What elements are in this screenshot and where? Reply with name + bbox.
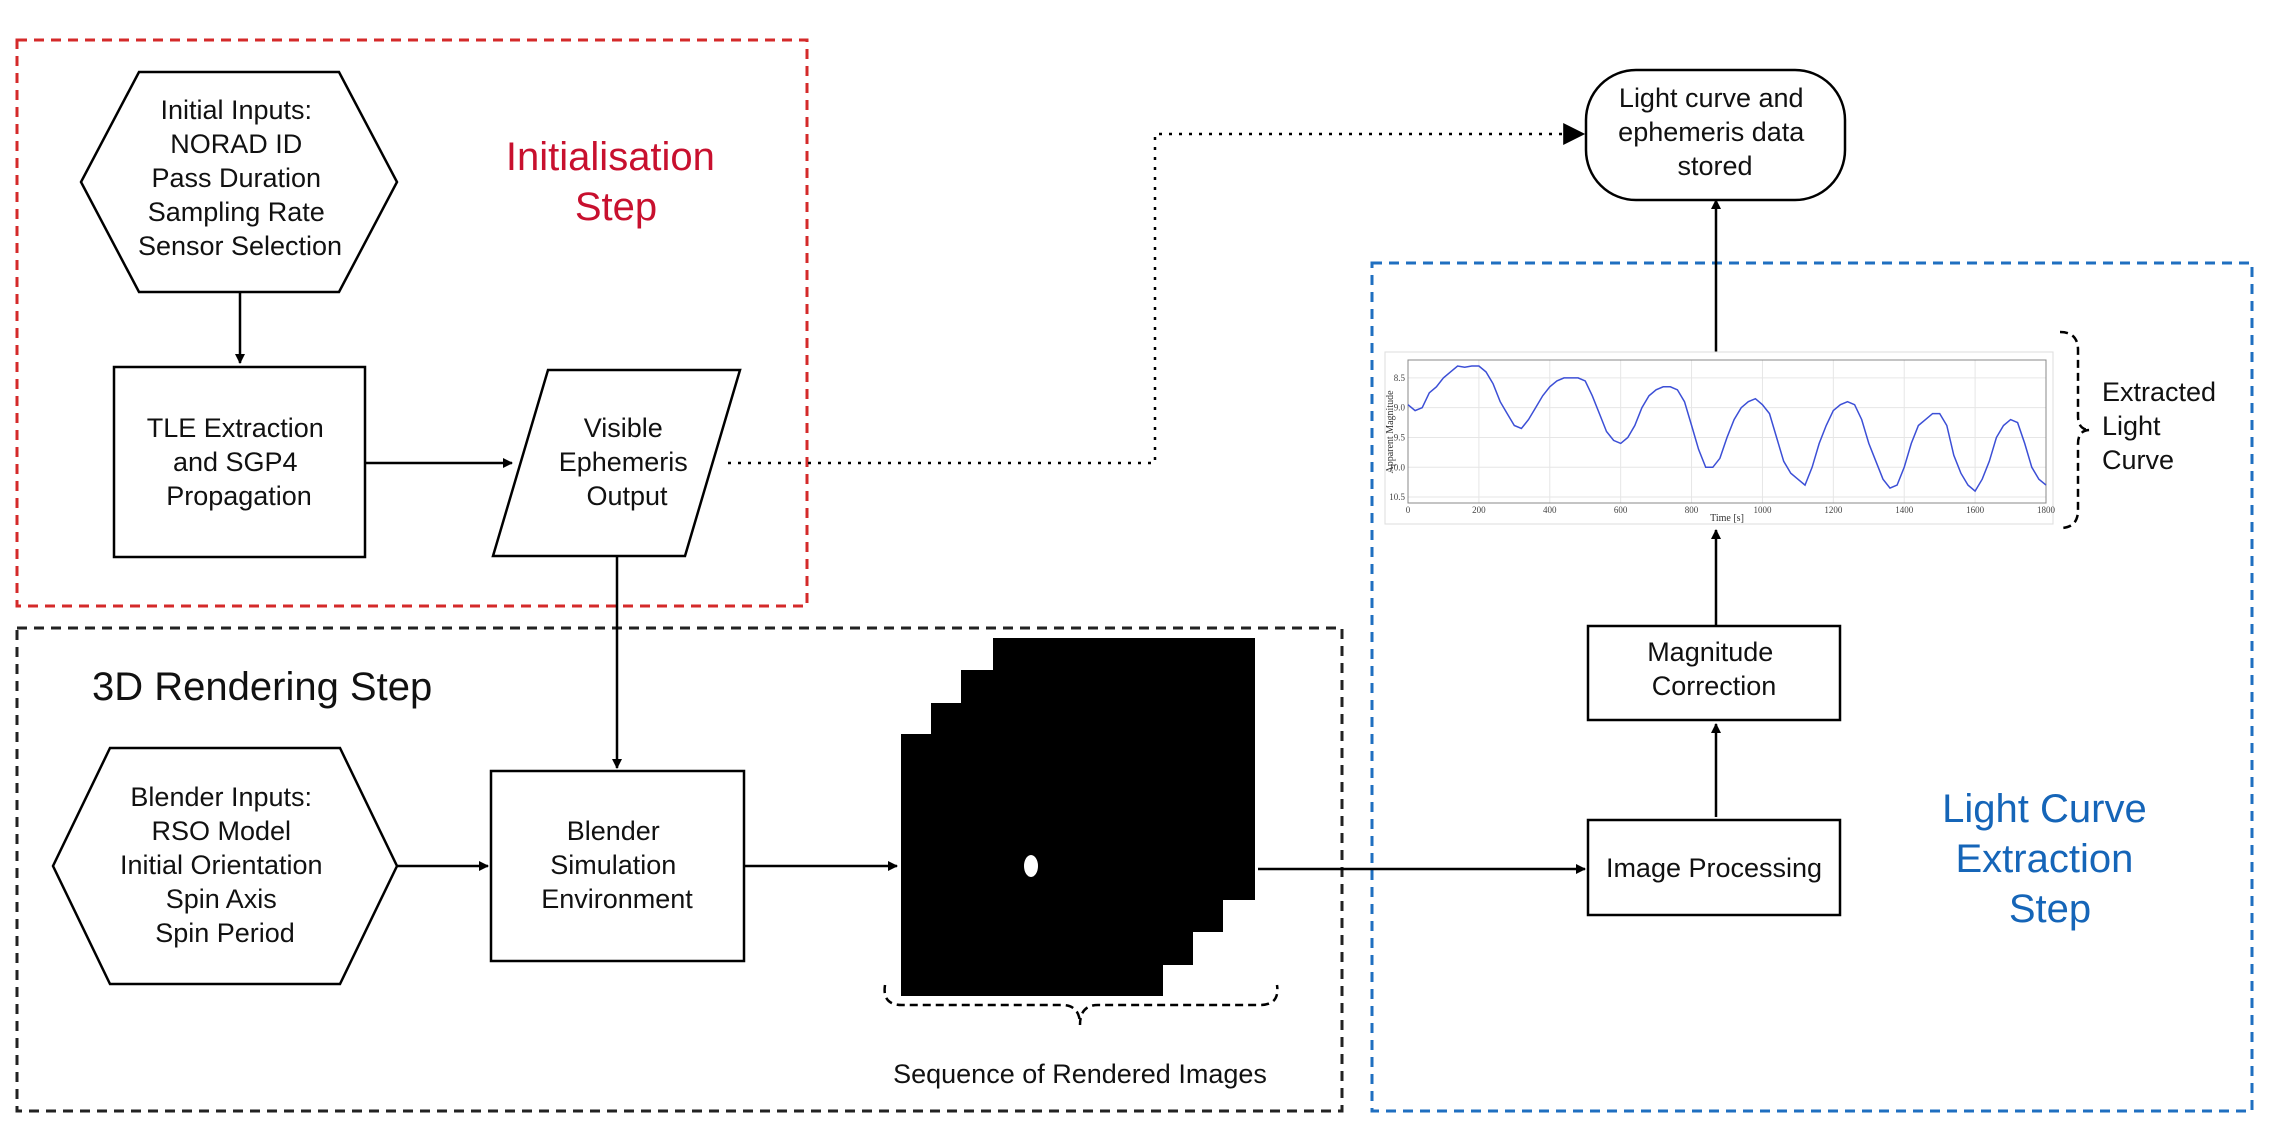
- dotted-arrow-ephemeris-to-stored: [728, 123, 1586, 465]
- light-curve-series: [1407, 365, 2047, 493]
- rendered-images-label: Sequence of Rendered Images: [893, 1059, 1267, 1089]
- image-processing-node: [1586, 818, 1842, 917]
- image-processing-text: Image Processing: [1606, 853, 1822, 883]
- magnitude-correction-text: Magnitude Correction: [1647, 637, 1781, 701]
- y-tick-label: 10.5: [1389, 492, 1405, 502]
- light-curve-ylabel: Apparent Magnitude: [1385, 390, 1396, 474]
- light-curve-ticks: 0 200 400 600 800 1000 1200 1400 1600 1800 8.5 9.0 9…: [1389, 373, 2055, 515]
- initialisation-step-title: Initialisation Step: [506, 135, 726, 229]
- rendering-step-title: 3D Rendering Step: [92, 665, 432, 709]
- stored-data-text: Light curve and ephemeris data stored: [1618, 83, 1812, 181]
- initial-inputs-node: [79, 70, 399, 294]
- light-curve-axes: [1407, 359, 2047, 504]
- light-curve-frame: [1384, 351, 2054, 525]
- blender-inputs-text: Blender Inputs: RSO Model Initial Orient…: [120, 782, 330, 948]
- x-tick-label: 400: [1543, 505, 1557, 515]
- initialisation-step-border: [15, 38, 809, 608]
- visible-ephemeris-text: Visible Ephemeris Output: [559, 413, 696, 511]
- x-tick-label: 200: [1472, 505, 1486, 515]
- rso-blob: [1024, 855, 1038, 877]
- magnitude-correction-node: [1586, 624, 1842, 722]
- x-tick-label: 1800: [2037, 505, 2056, 515]
- tle-extraction-node: [112, 365, 367, 559]
- rendered-images-stack: [901, 638, 1255, 996]
- blender-simulation-node: [489, 769, 746, 963]
- extraction-step-border: [1370, 261, 2254, 1113]
- x-tick-label: 1600: [1966, 505, 1985, 515]
- blender-simulation-text: Blender Simulation Environment: [541, 816, 693, 914]
- x-tick-label: 1400: [1895, 505, 1914, 515]
- tle-extraction-text: TLE Extraction and SGP4 Propagation: [147, 413, 332, 511]
- x-tick-label: 1000: [1753, 505, 1772, 515]
- rendered-images-brace: [883, 984, 1279, 1026]
- y-tick-label: 9.0: [1394, 403, 1406, 413]
- extracted-light-curve-label: Extracted Light Curve: [2102, 377, 2224, 475]
- y-tick-label: 8.5: [1394, 373, 1406, 383]
- light-curve-grid: [1407, 360, 2047, 503]
- x-tick-label: 600: [1614, 505, 1628, 515]
- visible-ephemeris-node: [491, 368, 742, 558]
- x-tick-label: 0: [1406, 505, 1411, 515]
- render-gap-right-1: [1223, 900, 1255, 937]
- extraction-step-title: Light Curve Extraction Step: [1942, 787, 2158, 931]
- light-curve-xlabel: Time [s]: [1710, 513, 1744, 524]
- y-tick-label: 9.5: [1394, 432, 1406, 442]
- blender-inputs-node: [51, 746, 399, 986]
- x-tick-label: 1200: [1824, 505, 1843, 515]
- x-tick-label: 800: [1685, 505, 1699, 515]
- initial-inputs-text: Initial Inputs: NORAD ID Pass Duration S…: [138, 95, 342, 261]
- light-curve-brace: [2059, 330, 2091, 530]
- stored-data-node: [1584, 68, 1847, 202]
- y-tick-label: 10.0: [1389, 462, 1405, 472]
- light-curve-plot: 0 200 400 600 800 1000 1200 1400 1600 1800 8.5 9.0 9…: [1384, 351, 2056, 525]
